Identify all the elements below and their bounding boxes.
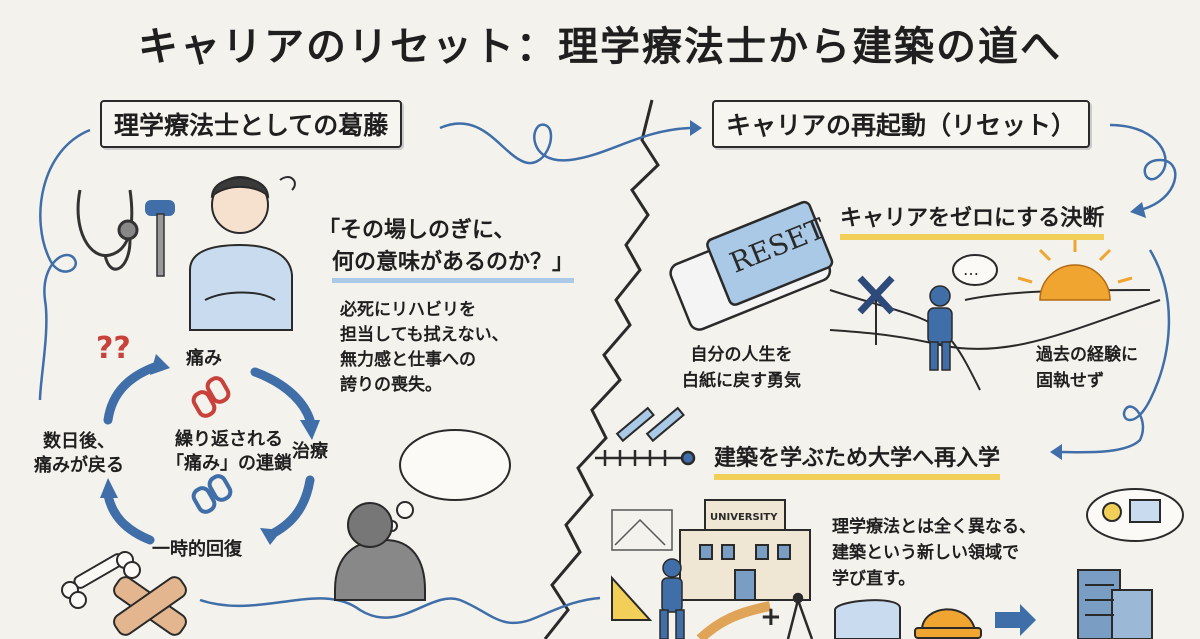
question-marks-icon: ?? xyxy=(96,331,131,366)
cycle-center-line2: 「痛み」の連鎖 xyxy=(166,453,292,474)
cycle-label-pain: 痛み xyxy=(186,348,222,369)
relearn-line: 建築という新しい領域で xyxy=(832,543,1019,563)
cycle-label-return-line2: 痛みが戻る xyxy=(34,455,124,476)
bandage-icon xyxy=(113,576,187,636)
svg-text:+: + xyxy=(760,602,782,632)
triangle-ruler-icon xyxy=(611,575,653,621)
arrow-right-icon xyxy=(995,604,1036,636)
swirl-top-connector xyxy=(439,122,691,165)
left-heading: 理学療法士としての葛藤 xyxy=(100,100,403,148)
left-body: 必死にリハビリを 担当しても拭えない、 無力感と仕事への 誇りの喪失。 xyxy=(340,298,509,398)
thought-bubble-icon xyxy=(386,429,511,532)
pencil-icon xyxy=(615,406,685,443)
swirl-right-top xyxy=(1109,123,1177,212)
cycle-arrow-top-left xyxy=(103,360,165,425)
arrowhead-right-mid xyxy=(1050,444,1062,460)
growth-arrow-icon xyxy=(696,601,771,639)
cycle-label-treatment: 治療 xyxy=(292,441,328,462)
cycle-arrow-top-right xyxy=(250,367,315,425)
zigzag-divider xyxy=(543,99,660,639)
cycle-center-label: 繰り返される 「痛み」の連鎖 xyxy=(166,428,292,476)
arrowhead-right-top xyxy=(1130,202,1146,218)
relearn-line: 学び直す。 xyxy=(832,569,916,589)
cycle-label-return-line1: 数日後、 xyxy=(43,431,115,452)
lightbulb-icon xyxy=(1086,488,1184,542)
worried-therapist-icon xyxy=(189,176,296,331)
past-line-1: 過去の経験に xyxy=(1036,345,1138,365)
relearn-line: 理学療法とは全く異なる、 xyxy=(832,517,1036,537)
swirl-bottom xyxy=(199,596,601,625)
courage-line-2: 白紙に戻す勇気 xyxy=(682,371,801,391)
courage-text: 自分の人生を 白紙に戻す勇気 xyxy=(682,342,801,394)
university-icon xyxy=(679,499,811,601)
student-icon xyxy=(659,558,685,639)
ruler-timeline-icon xyxy=(595,450,696,466)
crossroads-icon xyxy=(829,275,1161,391)
left-body-line: 無力感と仕事への xyxy=(340,350,476,370)
reenroll-title: 建築を学ぶため大学へ再入学 xyxy=(714,440,1001,480)
cycle-label-return: 数日後、 痛みが戻る xyxy=(34,430,124,478)
arrowhead-top xyxy=(690,120,702,136)
relearn-text: 理学療法とは全く異なる、 建築という新しい領域で 学び直す。 xyxy=(832,514,1036,592)
hard-hat-icon xyxy=(914,608,982,639)
building-icon xyxy=(1077,569,1153,639)
cycle-arrow-bottom-right xyxy=(265,475,315,540)
right-heading: キャリアの再起動（リセット） xyxy=(712,100,1091,148)
standing-person-icon xyxy=(927,285,953,371)
sad-person-icon xyxy=(334,502,426,601)
swirl-left-loop xyxy=(38,128,91,401)
past-line-2: 固執せず xyxy=(1036,371,1104,391)
quote-line-1: 「その場しのぎに、 xyxy=(318,218,516,243)
left-body-line: 誇りの喪失。 xyxy=(340,375,442,395)
blueprint-sketch-icon xyxy=(611,509,673,551)
quote-line-2: 何の意味があるのか？」 xyxy=(332,244,575,283)
compass-icon xyxy=(786,592,814,639)
speech-dots: … xyxy=(963,260,979,279)
bone-icon xyxy=(61,551,141,609)
eraser-icon xyxy=(669,200,834,331)
reflex-hammer-icon xyxy=(145,200,175,277)
sun-icon xyxy=(1017,238,1133,301)
broken-chain-icon-blue xyxy=(191,474,233,514)
blueprint-icon xyxy=(834,599,901,639)
university-sign: UNIVERSITY xyxy=(710,512,778,523)
left-body-line: 担当しても拭えない、 xyxy=(340,325,509,345)
swirl-right-mid xyxy=(1059,249,1171,454)
courage-line-1: 自分の人生を xyxy=(690,345,793,365)
cycle-label-recovery: 一時的回復 xyxy=(152,539,242,560)
broken-chain-icon xyxy=(191,376,231,418)
decision-title: キャリアをゼロにする決断 xyxy=(840,200,1105,240)
left-body-line: 必死にリハビリを xyxy=(340,300,476,320)
speech-bubble-icon xyxy=(952,254,998,286)
page-title: キャリアのリセット：理学療法士から建築の道へ xyxy=(138,24,1062,70)
stethoscope-icon xyxy=(76,189,139,271)
cycle-arrow-bottom-left xyxy=(103,490,155,545)
cycle-center-line1: 繰り返される xyxy=(175,429,283,450)
past-text: 過去の経験に 固執せず xyxy=(1036,342,1138,394)
